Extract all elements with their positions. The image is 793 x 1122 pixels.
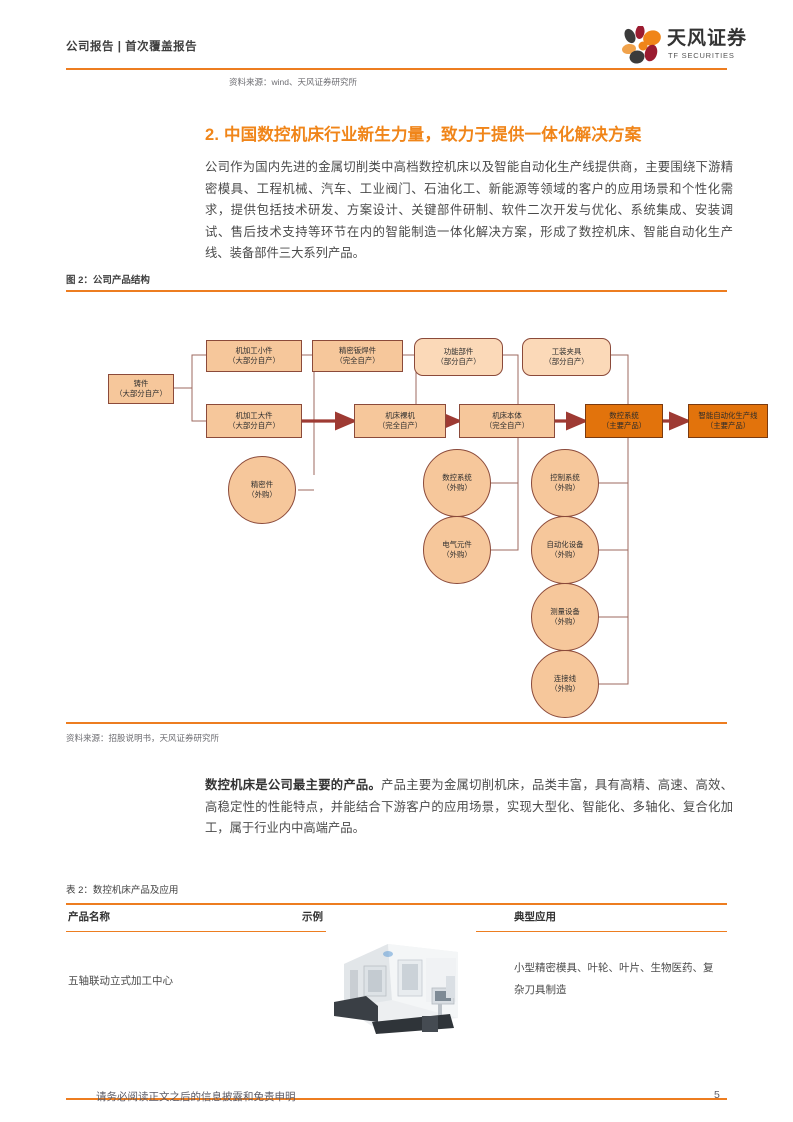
- table-cell-application: 小型精密模具、叶轮、叶片、生物医药、复杂刀具制造: [514, 962, 714, 996]
- flow-node-func-component: 功能部件 （部分自产）: [414, 338, 503, 376]
- footer-divider: [66, 1098, 727, 1100]
- flow-node-cable: 连接线 （外购）: [531, 650, 599, 718]
- source-note-top: 资料来源：wind、天风证券研究所: [229, 77, 357, 87]
- cnc-machine-photo: [326, 930, 476, 1042]
- flow-node-machine-body: 机床本体 （完全自产）: [459, 404, 555, 438]
- table-header-example: 示例: [302, 911, 323, 923]
- table-header-application: 典型应用: [514, 911, 556, 923]
- footer-disclaimer: 请务必阅读正文之后的信息披露和免责申明: [96, 1091, 296, 1103]
- figure-caption: 图 2：公司产品结构: [66, 275, 150, 286]
- flow-node-control-system: 控制系统 （外购）: [531, 449, 599, 517]
- logo-subtitle: TF SECURITIES: [668, 51, 735, 60]
- flow-node-cnc-system-purchased: 数控系统 （外购）: [423, 449, 491, 517]
- table-header-product-name: 产品名称: [68, 911, 110, 923]
- logo-petals-icon: [622, 26, 661, 64]
- section-heading: 2. 中国数控机床行业新生力量，致力于提供一体化解决方案: [205, 126, 642, 144]
- flow-node-bare-machine: 机床裸机 （完全自产）: [354, 404, 446, 438]
- flow-node-measure-equipment: 测量设备 （外购）: [531, 583, 599, 651]
- header-divider: [66, 68, 727, 70]
- flow-node-large-part: 机加工大件 （大部分自产）: [206, 404, 302, 438]
- body-paragraph-2: 数控机床是公司最主要的产品。产品主要为金属切削机床，品类丰富，具有高精、高速、高…: [205, 775, 733, 840]
- flow-node-electric-part: 电气元件 （外购）: [423, 516, 491, 584]
- flow-node-casting: 铸件 （大部分自产）: [108, 374, 174, 404]
- company-logo: 天风证券 TF SECURITIES: [621, 26, 746, 66]
- flow-node-precision-part: 精密件 （外购）: [228, 456, 296, 524]
- flow-node-cnc-system-main: 数控系统 （主要产品）: [585, 404, 663, 438]
- page-number: 5: [714, 1089, 720, 1101]
- table-rule-top: [66, 903, 727, 905]
- paragraph-2-lead: 数控机床是公司最主要的产品。: [205, 778, 382, 792]
- figure-rule-top: [66, 290, 727, 292]
- body-paragraph-1: 公司作为国内先进的金属切削类中高档数控机床以及智能自动化生产线提供商，主要围绕下…: [205, 160, 733, 261]
- product-structure-flowchart: 铸件 （大部分自产） 机加工小件 （大部分自产） 机加工大件 （大部分自产） 精…: [66, 300, 768, 720]
- flow-node-auto-equipment: 自动化设备 （外购）: [531, 516, 599, 584]
- flow-node-small-part: 机加工小件 （大部分自产）: [206, 340, 302, 372]
- table-row: 五轴联动立式加工中心: [68, 975, 173, 987]
- paragraph-2-rest: 产品主要为金属切削机床，品类丰富，具有高精、高速、高效、高稳定性的性能特点，并能…: [205, 778, 733, 836]
- figure-source-note: 资料来源：招股说明书，天风证券研究所: [66, 733, 220, 743]
- header-title: 公司报告 | 首次覆盖报告: [66, 41, 198, 53]
- page-header: 公司报告 | 首次覆盖报告 天风证券 TF SECURITIES: [0, 0, 793, 78]
- flow-node-fixture: 工装夹具 （部分自产）: [522, 338, 611, 376]
- logo-wordmark: 天风证券: [667, 28, 748, 49]
- table-caption: 表 2：数控机床产品及应用: [66, 885, 179, 896]
- flow-node-sheet-weld: 精密钣焊件 （完全自产）: [312, 340, 403, 372]
- flow-node-auto-production-line: 智能自动化生产线 （主要产品）: [688, 404, 768, 438]
- figure-rule-bottom: [66, 722, 727, 724]
